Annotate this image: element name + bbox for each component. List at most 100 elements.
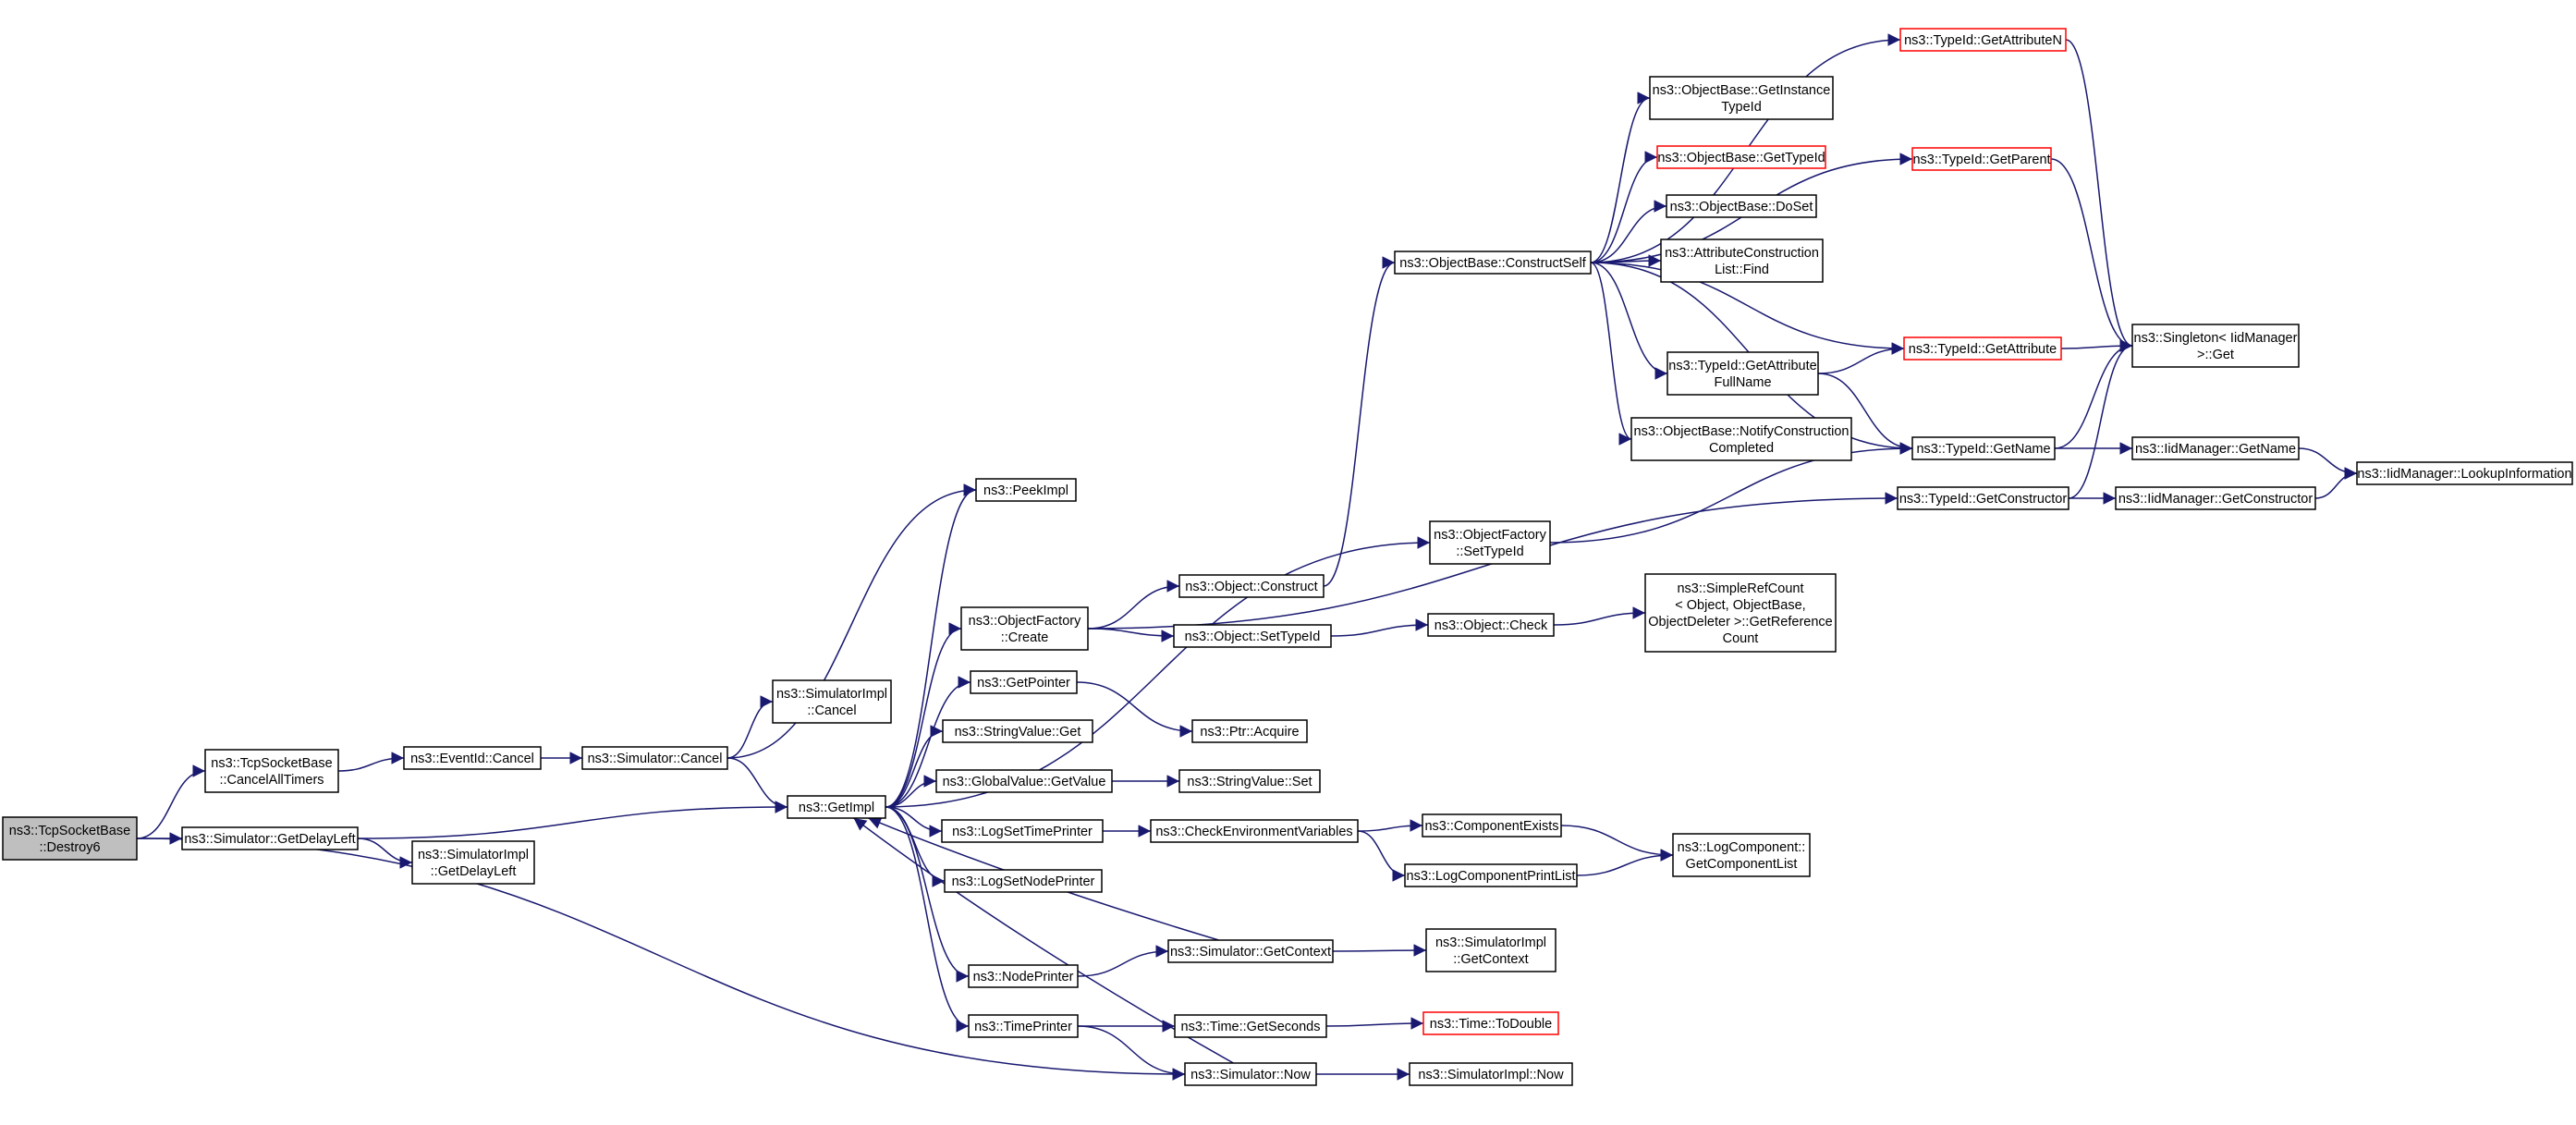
node-timeGetSeconds[interactable]: ns3::Time::GetSeconds — [1174, 1014, 1327, 1038]
node-box — [1404, 863, 1578, 887]
node-checkEnvVars[interactable]: ns3::CheckEnvironmentVariables — [1150, 819, 1359, 843]
node-simImplCancel[interactable]: ns3::SimulatorImpl::Cancel — [772, 679, 892, 724]
node-label-line: ns3::TypeId::GetConstructor — [1899, 492, 2068, 507]
node-objBaseGetTypeId[interactable]: ns3::ObjectBase::GetTypeId — [1656, 145, 1826, 169]
node-simCancel[interactable]: ns3::Simulator::Cancel — [581, 746, 728, 770]
node-box — [1429, 520, 1551, 565]
node-label-line: ::Cancel — [807, 703, 856, 718]
node-stringValueGet[interactable]: ns3::StringValue::Get — [942, 719, 1093, 743]
edge-simCancel-to-peekImpl — [726, 483, 977, 759]
node-simpleRefCount[interactable]: ns3::SimpleRefCount< Object, ObjectBase,… — [1644, 573, 1837, 653]
node-box — [1427, 613, 1555, 637]
node-label-line: ::GetContext — [1453, 952, 1528, 967]
node-logSetTimePrinter[interactable]: ns3::LogSetTimePrinter — [941, 819, 1104, 843]
node-typeIdGetName[interactable]: ns3::TypeId::GetName — [1911, 436, 2056, 460]
node-iidManagerGetName[interactable]: ns3::IidManager::GetName — [2131, 436, 2300, 460]
node-label-line: ns3::Simulator::Cancel — [588, 752, 723, 766]
node-destroy6[interactable]: ns3::TcpSocketBase::Destroy6 — [2, 816, 138, 861]
edge-objFactoryCreate-to-objectSetTypeId — [1087, 628, 1175, 642]
node-timePrinter[interactable]: ns3::TimePrinter — [968, 1014, 1079, 1038]
node-getImpl[interactable]: ns3::GetImpl — [787, 795, 886, 819]
node-timeToDouble[interactable]: ns3::Time::ToDouble — [1422, 1011, 1559, 1035]
node-simImplGetDelayLeft[interactable]: ns3::SimulatorImpl::GetDelayLeft — [411, 840, 535, 885]
node-label-line: ns3::ObjectFactory — [1434, 528, 1546, 543]
node-box — [1173, 624, 1332, 648]
node-objFactorySetTypeId[interactable]: ns3::ObjectFactory::SetTypeId — [1429, 520, 1551, 565]
node-stringValueSet[interactable]: ns3::StringValue::Set — [1178, 769, 1321, 793]
node-box — [1409, 1062, 1573, 1086]
node-label-line: List::Find — [1715, 263, 1769, 277]
node-box — [1666, 194, 1817, 218]
edge-getImpl-to-nodePrinter — [885, 806, 970, 983]
node-objectConstruct[interactable]: ns3::Object::Construct — [1178, 574, 1325, 598]
node-box — [1422, 1011, 1559, 1035]
node-iidManagerLookupInformation[interactable]: ns3::IidManager::LookupInformation — [2356, 461, 2573, 485]
node-iidManagerGetConstructor[interactable]: ns3::IidManager::GetConstructor — [2115, 486, 2316, 510]
node-typeIdGetAttributeN[interactable]: ns3::TypeId::GetAttributeN — [1899, 28, 2067, 52]
node-box — [1903, 336, 2062, 361]
node-componentExists[interactable]: ns3::ComponentExists — [1422, 813, 1562, 838]
node-simNow[interactable]: ns3::Simulator::Now — [1184, 1062, 1317, 1086]
node-label-line: ObjectDeleter >::GetReference — [1648, 615, 1832, 630]
node-label-line: ns3::EventId::Cancel — [410, 752, 534, 766]
node-ptrAcquire[interactable]: ns3::Ptr::Acquire — [1191, 719, 1308, 743]
edge-getImpl-to-stringValueGet — [885, 725, 944, 808]
node-simImplGetContext[interactable]: ns3::SimulatorImpl::GetContext — [1425, 928, 1557, 972]
node-objBaseConstructSelf[interactable]: ns3::ObjectBase::ConstructSelf — [1394, 251, 1592, 275]
node-box — [1422, 813, 1562, 838]
node-label-line: ns3::SimulatorImpl — [418, 848, 529, 862]
node-cancelAllTimers[interactable]: ns3::TcpSocketBase::CancelAllTimers — [204, 749, 339, 793]
node-label-line: ns3::Simulator::Now — [1190, 1068, 1311, 1082]
node-singletonGet[interactable]: ns3::Singleton< IidManager >::Get — [2131, 324, 2300, 368]
node-globalValueGetValue[interactable]: ns3::GlobalValue::GetValue — [935, 769, 1113, 793]
node-peekImpl[interactable]: ns3::PeekImpl — [975, 478, 1077, 502]
node-logComponentGetList[interactable]: ns3::LogComponent::GetComponentList — [1672, 833, 1811, 877]
node-label-line: ns3::PeekImpl — [983, 483, 1068, 498]
node-box — [403, 746, 542, 770]
edge-simCancel-to-getImpl — [726, 757, 788, 813]
edge-timeGetSeconds-to-timeToDouble — [1325, 1017, 1424, 1030]
edge-cancelAllTimers-to-eventIdCancel — [337, 752, 405, 772]
node-simImplNow[interactable]: ns3::SimulatorImpl::Now — [1409, 1062, 1573, 1086]
node-label-line: ns3::SimpleRefCount — [1677, 581, 1803, 596]
edge-objBaseConstructSelf-to-objBaseDoSet — [1590, 200, 1667, 263]
node-simGetContext[interactable]: ns3::Simulator::GetContext — [1167, 939, 1334, 963]
edges-layer — [136, 33, 2358, 1081]
node-objBaseNotifyConstructionCompleted[interactable]: ns3::ObjectBase::NotifyConstructionCompl… — [1630, 417, 1852, 461]
node-eventIdCancel[interactable]: ns3::EventId::Cancel — [403, 746, 542, 770]
node-box — [1911, 436, 2056, 460]
node-objectSetTypeId[interactable]: ns3::Object::SetTypeId — [1173, 624, 1332, 648]
node-objectCheck[interactable]: ns3::Object::Check — [1427, 613, 1555, 637]
node-label-line: ns3::Time::GetSeconds — [1181, 1020, 1321, 1034]
node-box — [944, 869, 1103, 893]
edge-getPointer-to-ptrAcquire — [1076, 681, 1193, 738]
node-logComponentPrintList[interactable]: ns3::LogComponentPrintList — [1404, 863, 1578, 887]
node-label-line: ns3::LogComponentPrintList — [1407, 869, 1576, 884]
edge-simGetDelayLeft-to-simImplGetDelayLeft — [357, 838, 413, 869]
edge-getImpl-to-globalValueGetValue — [885, 775, 937, 808]
node-box — [2131, 436, 2300, 460]
node-typeIdGetConstructor[interactable]: ns3::TypeId::GetConstructor — [1897, 486, 2069, 510]
node-getPointer[interactable]: ns3::GetPointer — [970, 670, 1078, 694]
edge-iidManagerGetName-to-iidManagerLookupInformation — [2298, 447, 2358, 480]
node-label-line: ns3::Object::SetTypeId — [1185, 630, 1321, 644]
node-objFactoryCreate[interactable]: ns3::ObjectFactory::Create — [960, 606, 1089, 651]
node-objBaseDoSet[interactable]: ns3::ObjectBase::DoSet — [1666, 194, 1817, 218]
node-label-line: ns3::TypeId::GetParent — [1912, 153, 2050, 167]
node-label-line: ns3::TimePrinter — [974, 1020, 1072, 1034]
node-box — [1394, 251, 1592, 275]
node-simGetDelayLeft[interactable]: ns3::Simulator::GetDelayLeft — [181, 826, 359, 850]
edge-checkEnvVars-to-componentExists — [1357, 819, 1423, 832]
node-nodePrinter[interactable]: ns3::NodePrinter — [968, 964, 1079, 988]
node-typeIdGetParent[interactable]: ns3::TypeId::GetParent — [1911, 147, 2052, 171]
edge-nodePrinter-to-simGetContext — [1077, 945, 1169, 977]
node-box — [2356, 461, 2573, 485]
node-typeIdGetAttribute[interactable]: ns3::TypeId::GetAttribute — [1903, 336, 2062, 361]
node-label-line: ns3::TypeId::GetAttributeN — [1904, 33, 2062, 48]
node-logSetNodePrinter[interactable]: ns3::LogSetNodePrinter — [944, 869, 1103, 893]
node-label-line: ns3::TypeId::GetAttribute — [1909, 342, 2057, 357]
node-box — [1649, 76, 1834, 120]
